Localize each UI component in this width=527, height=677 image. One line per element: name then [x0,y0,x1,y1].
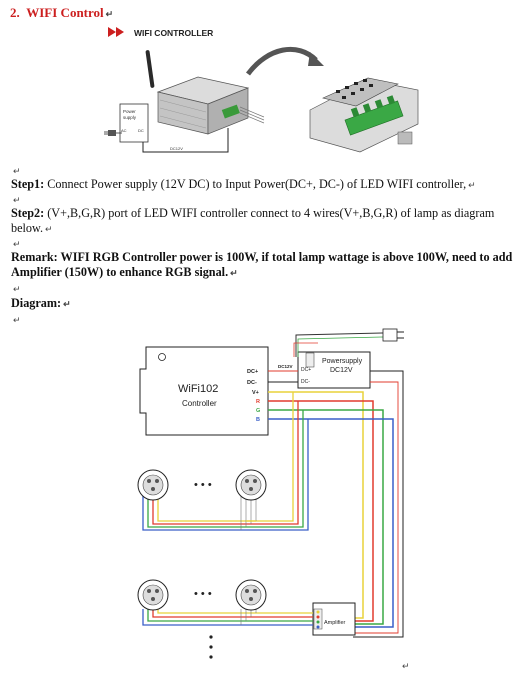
blank-line: ↵ [13,315,21,325]
remark-paragraph: Remark: WIFI RGB Controller power is 100… [11,250,513,279]
amplifier-unit: Amplifier [312,602,356,636]
step2-paragraph: Step2: (V+,B,G,R) port of LED WIFI contr… [11,206,495,235]
power-label-1: Power [123,109,136,114]
voltage-label: DC12V [170,146,183,151]
zoomed-connector-detail [309,77,419,153]
pin-dcp: DC+ [247,369,258,375]
curved-arrow-icon [245,46,318,76]
psu-label-2: DC12V [330,367,353,374]
wiring-diagram: WiFi102 Controller DC+ DC- V+ R G B Powe… [137,328,404,659]
power-label-2: supply [123,115,137,120]
controller-label: Controller [182,399,217,408]
step2-text: (V+,B,G,R) port of LED WIFI controller c… [11,206,495,235]
psu-dcp: DC+ [301,367,311,373]
blank-line: ↵ [13,166,21,176]
ac-plug-icon [382,328,404,342]
wifi-controller-figure: WIFI CONTROLLER Power supply AC DC DC12V [104,27,419,153]
led-lamp-1 [137,469,169,501]
banner-chevron-icon [108,27,124,37]
step1-label: Step1: [11,177,45,191]
ellipsis-row2: • • • [194,588,212,600]
ellipsis-row1: • • • [194,479,212,491]
psu-dcm: DC- [301,379,310,385]
wifi-controller-device [156,76,250,135]
wifi102-controller: WiFi102 Controller DC+ DC- V+ R G B [139,346,269,436]
step1-text: Connect Power supply (12V DC) to Input P… [47,177,467,191]
return-mark: ↵ [402,661,410,671]
mount-hole-icon [158,353,166,361]
section-heading: 2. WIFI Control↵ [10,5,113,21]
amplifier-label: Amplifier [324,620,346,626]
blank-line: ↵ [13,195,21,205]
dc-cable [142,128,229,153]
step2-label: Step2: [11,206,45,220]
pin-vp: V+ [252,390,259,396]
return-mark: ↵ [105,9,114,19]
diagram-heading: Diagram:↵ [11,296,71,310]
ac-label: AC [121,128,127,133]
psu-label-1: Powersupply [322,358,363,365]
vertical-ellipsis-icon [209,635,213,659]
antenna [145,50,155,88]
step1-paragraph: Step1: Connect Power supply (12V DC) to … [11,177,476,191]
plug-icon [104,130,116,136]
led-lamp-4 [235,579,267,611]
dc12v-tag: DC12V [278,364,293,369]
pin-r: R [256,399,260,405]
power-supply-unit: Powersupply DC12V DC+ DC- [297,351,371,389]
pin-b: B [256,417,260,423]
led-lamp-2 [235,469,267,501]
led-lamp-3 [137,579,169,611]
diagram-label: Diagram: [11,296,62,310]
pin-g: G [256,408,260,414]
section-title: WIFI Control [26,5,104,20]
power-supply-box [119,103,149,143]
section-number: 2. [10,5,20,20]
dc-label: DC [138,128,144,133]
remark-text: Remark: WIFI RGB Controller power is 100… [11,250,513,279]
blank-line: ↵ [13,284,21,294]
banner-text: WIFI CONTROLLER [134,28,213,38]
pin-dcm: DC- [247,380,257,386]
blank-line: ↵ [13,239,21,249]
controller-model: WiFi102 [178,383,218,395]
